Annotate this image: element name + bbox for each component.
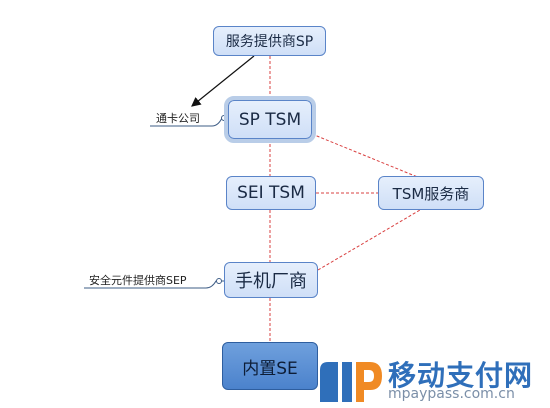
node-embedded-se[interactable]: 内置SE bbox=[222, 342, 318, 390]
watermark-title: 移动支付网 bbox=[388, 359, 534, 392]
callout-dot-card-company bbox=[221, 115, 227, 121]
node-tsm-service-provider[interactable]: TSM服务商 bbox=[378, 176, 484, 210]
callout-sep[interactable]: 安全元件提供商SEP bbox=[89, 274, 187, 287]
link-sp-tsm-to-tsm-service bbox=[311, 133, 421, 179]
callout-card-company[interactable]: 通卡公司 bbox=[156, 112, 200, 125]
node-sp-tsm[interactable]: SP TSM bbox=[224, 96, 316, 143]
mpaypass-watermark: 移动支付网 mpaypass.com.cn bbox=[318, 352, 548, 406]
callout-line-sep bbox=[84, 280, 224, 289]
callout-dot-sep bbox=[216, 278, 222, 284]
node-sei-tsm[interactable]: SEI TSM bbox=[226, 176, 316, 210]
link-phone-maker-to-tsm-service bbox=[317, 209, 421, 271]
node-service-provider-sp[interactable]: 服务提供商SP bbox=[213, 26, 326, 56]
node-phone-manufacturer[interactable]: 手机厂商 bbox=[224, 262, 318, 298]
mpaypass-logo-icon bbox=[320, 362, 382, 402]
arrow-sp-to-card-company bbox=[191, 55, 255, 107]
watermark-url: mpaypass.com.cn bbox=[388, 386, 515, 402]
